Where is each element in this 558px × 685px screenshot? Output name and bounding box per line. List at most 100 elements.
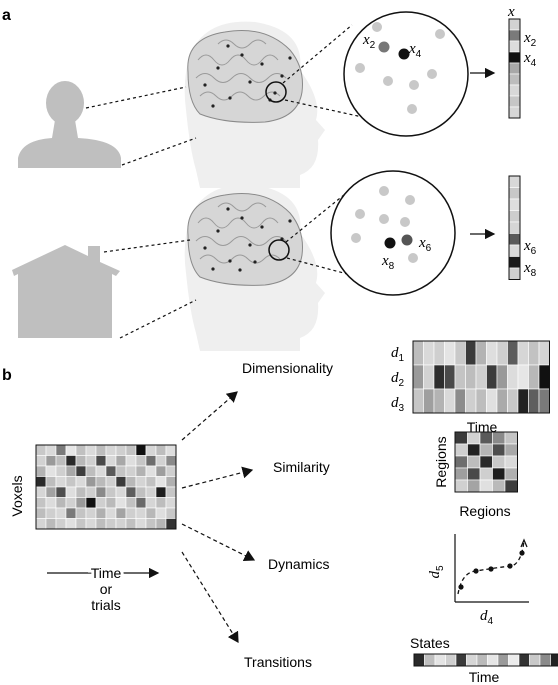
- similarity-cell: [492, 467, 506, 481]
- dimensionality-cell: [517, 340, 529, 366]
- dimensionality-cell: [528, 364, 540, 390]
- voxel-cell: [125, 476, 137, 488]
- vector-bottom-cell: [508, 187, 521, 200]
- voxel-cell: [45, 455, 57, 467]
- dynamics-ylabel: d5: [427, 565, 446, 579]
- vector-top-cell: [508, 84, 521, 97]
- voxel-cell: [65, 476, 77, 488]
- similarity-cell: [479, 431, 493, 445]
- similarity-cell: [467, 431, 481, 445]
- vector-bottom-cell: [508, 244, 521, 257]
- voxel-cell: [165, 476, 177, 488]
- voxel-cell: [165, 486, 177, 498]
- vector-bottom-cell: [508, 210, 521, 223]
- voxel-cell: [115, 518, 127, 530]
- vector-bottom-cell: [508, 221, 521, 234]
- voxel-cell: [125, 497, 137, 509]
- panel-b-label: b: [2, 367, 12, 384]
- dynamics-xlabel: d4: [480, 608, 494, 627]
- voxel-cell: [95, 486, 107, 498]
- zoom-circle-top: x2 x4: [343, 11, 469, 137]
- similarity-cell: [492, 479, 506, 493]
- similarity-cell: [467, 443, 481, 457]
- matrix-xlabel-line1: Time: [91, 565, 122, 581]
- voxel-cell: [55, 465, 67, 477]
- voxel-cell: [55, 497, 67, 509]
- similarity-cell: [504, 467, 518, 481]
- transitions-cell: [424, 653, 436, 667]
- similarity-cell: [454, 431, 468, 445]
- voxel-cell: [95, 455, 107, 467]
- voxel-cell: [65, 486, 77, 498]
- analysis-transitions: Transitions: [244, 654, 312, 670]
- similarity-ylabel: Regions: [433, 436, 449, 487]
- similarity-cell: [454, 467, 468, 481]
- voxel-cell: [125, 444, 137, 456]
- vector-top-cell: [508, 95, 521, 108]
- dimensionality-cell: [444, 364, 456, 390]
- dimensionality-cell: [423, 340, 435, 366]
- voxel-cell: [95, 518, 107, 530]
- analysis-dynamics: Dynamics: [268, 556, 329, 572]
- voxel-cell: [65, 507, 77, 519]
- voxel-cell: [45, 476, 57, 488]
- voxel-cell: [145, 518, 157, 530]
- dynamics-point: [507, 563, 513, 569]
- voxel-cell: [95, 497, 107, 509]
- dimensionality-cell: [507, 364, 519, 390]
- dimensionality-cell: [465, 364, 477, 390]
- vector-bottom-cell: [508, 233, 521, 246]
- similarity-cell: [492, 443, 506, 457]
- circle-top-label-1: x2: [362, 32, 376, 51]
- analysis-dimensionality: Dimensionality: [242, 360, 333, 376]
- voxel-cell: [115, 476, 127, 488]
- voxel-cell: [135, 486, 147, 498]
- similarity-matrix: [454, 431, 518, 493]
- voxel-cell: [55, 486, 67, 498]
- voxel-cell: [105, 507, 117, 519]
- voxel-cell: [105, 476, 117, 488]
- similarity-cell-border: [454, 431, 518, 493]
- voxel-cell: [125, 518, 137, 530]
- voxel-cell: [95, 476, 107, 488]
- dimensionality-cell: [412, 340, 424, 366]
- vector-top-cell: [508, 106, 521, 119]
- dimensionality-cell: [517, 388, 529, 414]
- voxel-cell: [145, 497, 157, 509]
- vector-top-label-2: x4: [523, 50, 537, 69]
- dimensionality-cell: [465, 388, 477, 414]
- voxel-cell: [55, 455, 67, 467]
- transitions-cell: [445, 653, 457, 667]
- voxel-cell: [105, 518, 117, 530]
- voxel-cell: [125, 486, 137, 498]
- person-silhouette-icon: [18, 81, 121, 168]
- dimensionality-cell: [412, 364, 424, 390]
- dimensionality-cell: [538, 364, 550, 390]
- voxel-cell: [85, 444, 97, 456]
- dimensionality-cell: [496, 388, 508, 414]
- vector-bottom-cell: [508, 175, 521, 188]
- voxel-cell: [145, 476, 157, 488]
- voxel-cell: [85, 497, 97, 509]
- transitions-cell: [518, 653, 530, 667]
- dimensionality-cell: [412, 388, 424, 414]
- vector-top: [508, 18, 521, 119]
- voxel-cell: [115, 507, 127, 519]
- voxel-cell: [105, 455, 117, 467]
- dimensionality-cell-border: [412, 340, 550, 414]
- similarity-cell: [492, 431, 506, 445]
- voxel-cell: [145, 444, 157, 456]
- dimensionality-cell: [475, 340, 487, 366]
- voxel-cell: [35, 455, 47, 467]
- vector-top-cell: [508, 40, 521, 53]
- circle-bottom-label-2: x8: [381, 253, 395, 272]
- dimensionality-matrix: [412, 340, 550, 414]
- voxel-cell: [165, 465, 177, 477]
- dimensionality-cell: [475, 364, 487, 390]
- vector-bottom: [508, 175, 521, 280]
- similarity-cell: [454, 443, 468, 457]
- vector-header: x: [507, 4, 515, 20]
- similarity-cell: [504, 455, 518, 469]
- voxel-cell: [115, 465, 127, 477]
